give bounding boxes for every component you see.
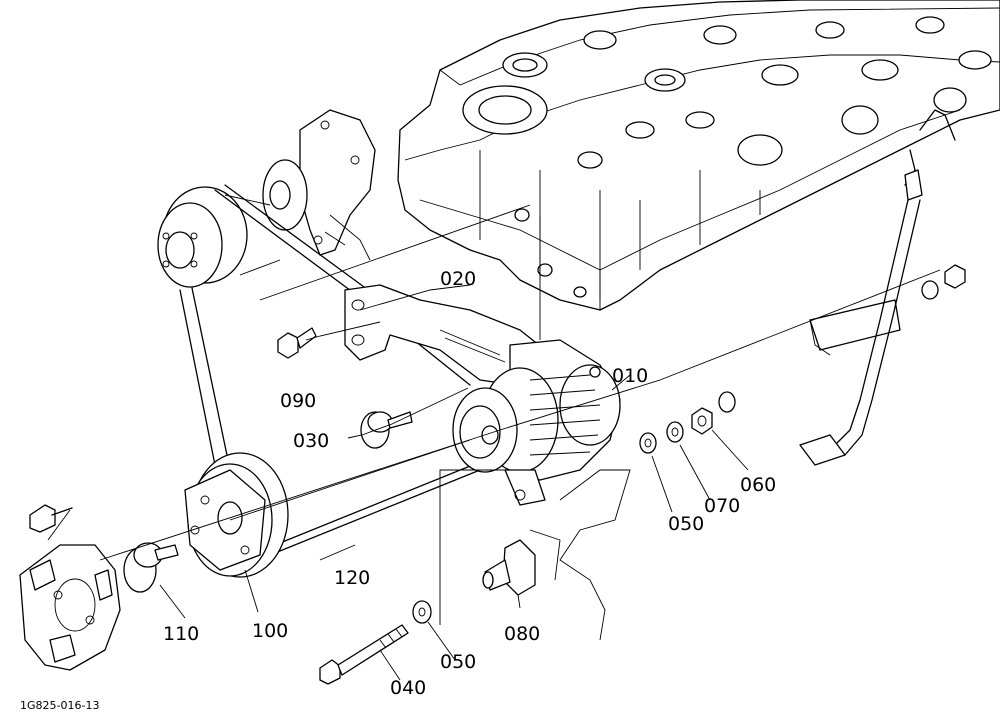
coupling-flange [19,544,121,671]
callout-010: 010 [612,365,648,387]
callout-040: 040 [390,677,426,699]
fan-pulley [157,186,281,288]
callout-020: 020 [440,268,476,290]
callout-110: 110 [163,623,199,645]
callout-050-upper: 050 [668,513,704,535]
callout-070: 070 [704,495,740,517]
callout-030: 030 [293,430,329,452]
callout-100: 100 [252,620,288,642]
bolt-090 [277,327,317,359]
lock-washer-070 [666,421,684,443]
flange-bolt [29,504,73,533]
cylinder-head [397,0,1000,311]
water-pump [262,109,376,261]
pulley-bolt-110 [123,542,179,593]
leader-lines [47,204,941,681]
long-bolt-040 [319,624,409,685]
stud-080 [482,539,536,596]
washer-050-upper [639,432,657,454]
callout-labels: 010 020 030 040 050 050 060 070 080 090 … [163,268,776,699]
crank-pulley [184,452,289,578]
callout-120: 120 [334,567,370,589]
callout-080: 080 [504,623,540,645]
callout-090: 090 [280,390,316,412]
washer-050-lower [412,600,432,624]
nut-060 [691,391,736,435]
oil-pipe [799,109,966,466]
callout-060: 060 [740,474,776,496]
timing-case [529,469,631,641]
callout-050-lower: 050 [440,651,476,673]
drawing-code: 1G825-016-13 [20,699,99,712]
bolt-030 [360,411,413,449]
